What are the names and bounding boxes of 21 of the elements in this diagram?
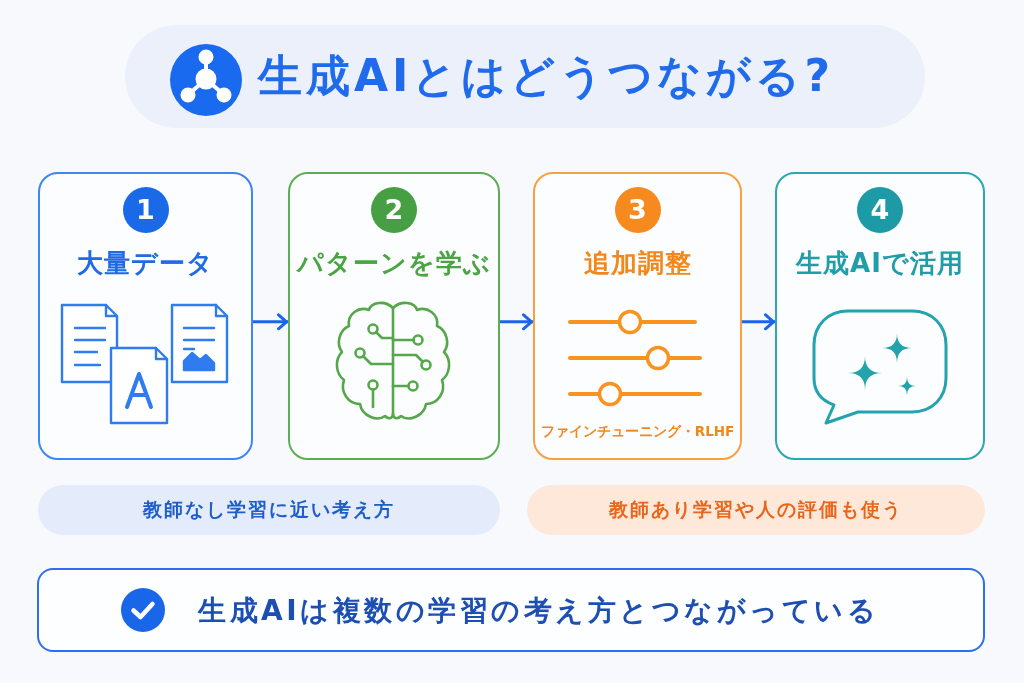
- step-title: 大量データ: [77, 247, 214, 280]
- title: 生成AIとはどうつながる?: [258, 49, 834, 103]
- note-band: 教師あり学習や人の評価も使う: [527, 485, 985, 535]
- summary-text: 生成AIは複数の学習の考え方とつながっている: [198, 593, 880, 629]
- arrow: [253, 313, 288, 331]
- step-title: 生成AIで活用: [796, 247, 964, 280]
- note-band: 教師なし学習に近い考え方: [38, 485, 500, 535]
- step-card: [38, 172, 253, 460]
- step-card: [288, 172, 500, 460]
- arrow: [742, 313, 775, 331]
- step-title: パターンを学ぶ: [297, 247, 491, 280]
- step-card: [775, 172, 985, 460]
- arrow: [500, 313, 533, 331]
- summary-box: [37, 568, 985, 652]
- number-badge: 1: [122, 187, 169, 233]
- number-badge: 3: [614, 187, 661, 233]
- number-badge: 4: [857, 187, 903, 233]
- number-badge: 2: [371, 187, 417, 233]
- step-card: [533, 172, 742, 460]
- step-caption: ファインチューニング・RLHF: [540, 422, 735, 440]
- step-title: 追加調整: [583, 247, 692, 280]
